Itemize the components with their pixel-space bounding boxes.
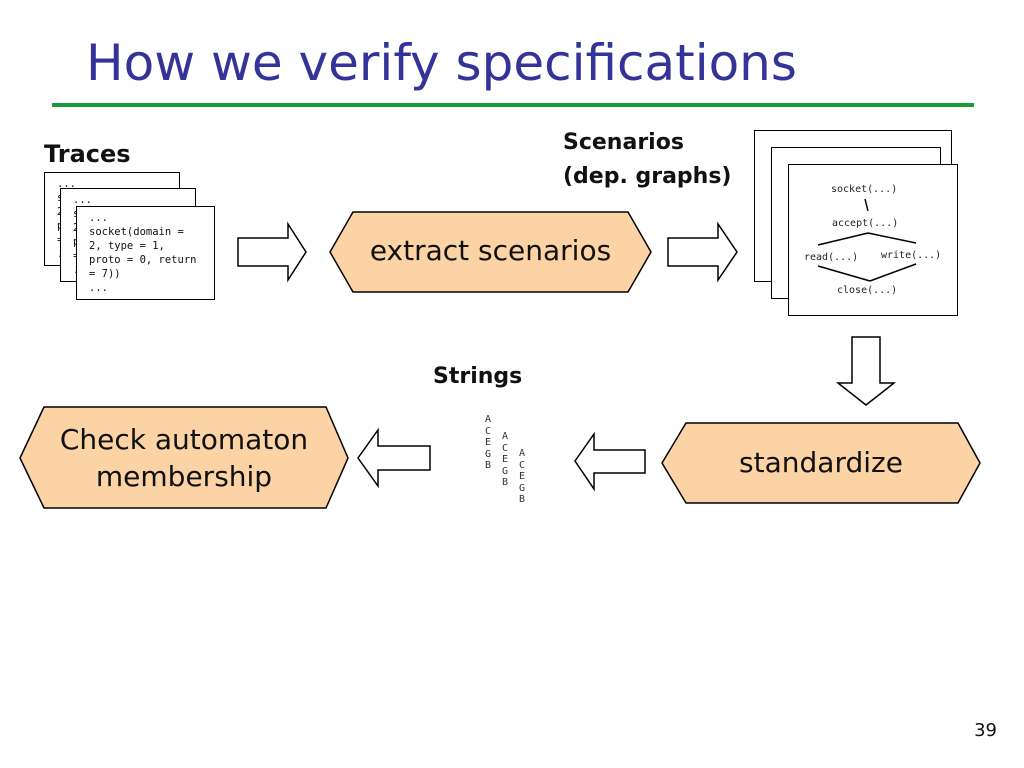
arrow-right-1 [237, 221, 307, 283]
graph-node-read: read(...) [804, 252, 859, 263]
graph-edge-write-close [869, 263, 917, 282]
standardize-label: standardize [739, 446, 903, 479]
traces-label: Traces [44, 140, 131, 168]
extract-scenarios-label: extract scenarios [369, 234, 612, 267]
title-underline [52, 103, 974, 107]
strings-label: Strings [433, 364, 523, 389]
graph-edge-accept-read [817, 232, 869, 246]
graph-node-socket: socket(...) [831, 184, 898, 195]
arrow-down [835, 336, 897, 406]
trace-page-front: ... socket(domain = 2, type = 1, proto =… [76, 206, 215, 300]
graph-edge-socket-accept [864, 198, 869, 212]
graph-node-write: write(...) [881, 250, 942, 261]
scenario-page-front [788, 164, 958, 316]
graph-node-accept: accept(...) [832, 218, 899, 229]
graph-node-close: close(...) [837, 285, 898, 296]
scenarios-label: Scenarios (dep. graphs) [563, 130, 732, 189]
standardize-hexagon [661, 422, 981, 504]
slide-title: How we verify specifications [86, 34, 797, 92]
check-membership-hexagon [19, 406, 349, 509]
arrow-right-2 [667, 221, 738, 283]
arrow-left-2 [357, 427, 431, 489]
arrow-left-1 [574, 431, 646, 492]
trace-text-front: ... socket(domain = 2, type = 1, proto =… [89, 212, 197, 294]
graph-edge-read-close [817, 265, 871, 282]
extract-scenarios-hexagon [329, 211, 652, 293]
graph-edge-accept-write [867, 232, 917, 244]
check-membership-label: Check automaton membership [59, 423, 309, 493]
page-number: 39 [974, 720, 997, 741]
